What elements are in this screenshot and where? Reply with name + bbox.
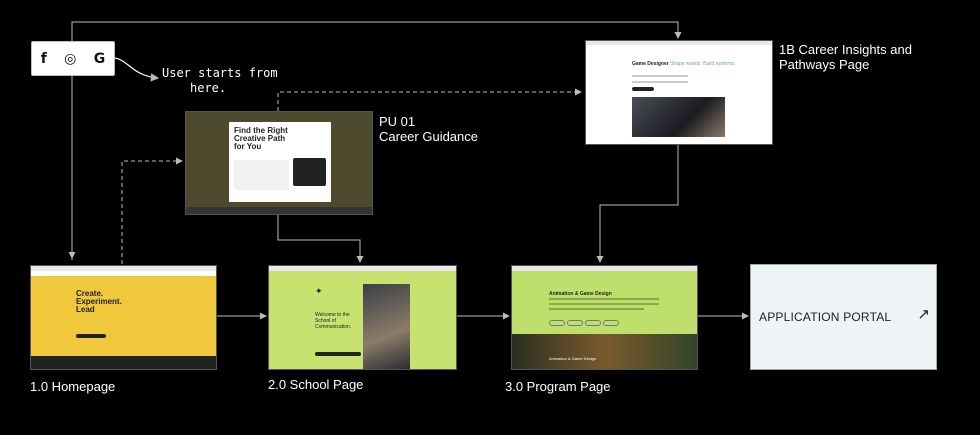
facebook-icon[interactable]: f bbox=[40, 50, 47, 67]
career-label: 1B Career Insights and Pathways Page bbox=[779, 42, 912, 72]
career-label-line1: 1B Career Insights and bbox=[779, 42, 912, 57]
pu01-options bbox=[234, 160, 289, 190]
social-login-card: f ◎ G bbox=[31, 41, 115, 76]
program-hero-image: Animation & Game Design bbox=[512, 334, 697, 369]
start-annotation: User starts from here. bbox=[162, 66, 278, 96]
program-label: 3.0 Program Page bbox=[505, 379, 611, 394]
program-text-line bbox=[549, 303, 659, 305]
career-heading: Game Designer Shape worlds. Build system… bbox=[632, 61, 752, 67]
homepage-nav bbox=[31, 266, 216, 271]
program-tag-chip[interactable] bbox=[567, 320, 583, 326]
career-heading-title: Game Designer bbox=[632, 61, 669, 67]
program-tag-chip[interactable] bbox=[603, 320, 619, 326]
application-portal-label: APPLICATION PORTAL bbox=[759, 310, 892, 324]
career-heading-sub: Shape worlds. Build systems. bbox=[670, 61, 736, 67]
annotation-arrow bbox=[114, 57, 160, 82]
start-annotation-line2: here. bbox=[190, 81, 227, 95]
program-footer-title: Animation & Game Design bbox=[549, 356, 597, 361]
school-cta-button[interactable] bbox=[315, 352, 361, 356]
program-tag-chip[interactable] bbox=[585, 320, 601, 326]
homepage-menu-bar bbox=[31, 271, 216, 276]
pu01-label-line2: Career Guidance bbox=[379, 129, 478, 144]
program-title: Animation & Game Design bbox=[549, 291, 612, 297]
program-tag-chip[interactable] bbox=[549, 320, 565, 326]
connector-pu01-to-career bbox=[277, 88, 582, 111]
connector-pu01-to-school bbox=[277, 214, 364, 263]
career-text-line bbox=[632, 81, 688, 83]
star-icon: ✦ bbox=[315, 286, 323, 296]
career-hero-image bbox=[632, 97, 725, 137]
pu01-dark-panel bbox=[293, 158, 326, 186]
school-nav bbox=[269, 266, 456, 271]
school-hero-image bbox=[363, 284, 410, 369]
career-text-line bbox=[632, 75, 688, 77]
instagram-icon[interactable]: ◎ bbox=[64, 50, 77, 67]
career-nav bbox=[586, 41, 772, 45]
connector-career-to-program bbox=[596, 144, 679, 263]
career-label-line2: Pathways Page bbox=[779, 57, 870, 72]
program-text-line bbox=[549, 308, 644, 310]
google-icon[interactable]: G bbox=[93, 50, 106, 67]
homepage-footer bbox=[31, 356, 216, 369]
pu01-label-line1: PU 01 bbox=[379, 114, 416, 129]
school-label: 2.0 School Page bbox=[268, 377, 364, 392]
pu01-modal: Find the Right Creative Path for You bbox=[229, 122, 331, 202]
start-annotation-line1: User starts from bbox=[162, 66, 278, 80]
pu01-modal-title: Find the Right Creative Path for You bbox=[234, 126, 288, 151]
school-hero-title: Welcome to the School of Communication. bbox=[315, 312, 352, 330]
program-text-line bbox=[549, 298, 659, 300]
pu01-screen[interactable]: Find the Right Creative Path for You bbox=[185, 111, 373, 215]
homepage-screen[interactable]: Create. Experiment. Lead bbox=[30, 265, 217, 370]
career-screen[interactable]: Game Designer Shape worlds. Build system… bbox=[585, 40, 773, 145]
homepage-hero-title: Create. Experiment. Lead bbox=[76, 289, 122, 314]
pu01-footer bbox=[186, 207, 372, 214]
pu01-label: PU 01 Career Guidance bbox=[379, 114, 478, 144]
external-link-icon: ↗ bbox=[917, 305, 930, 323]
homepage-label: 1.0 Homepage bbox=[30, 379, 116, 394]
school-screen[interactable]: ✦ Welcome to the School of Communication… bbox=[268, 265, 457, 370]
program-screen[interactable]: Animation & Game Design Animation & Game… bbox=[511, 265, 698, 370]
application-portal-node[interactable]: APPLICATION PORTAL ↗ bbox=[750, 264, 937, 370]
program-nav bbox=[512, 266, 697, 271]
career-cta-button[interactable] bbox=[632, 87, 654, 91]
connector-home-to-pu01 bbox=[121, 157, 183, 264]
homepage-cta-button[interactable] bbox=[76, 334, 106, 338]
